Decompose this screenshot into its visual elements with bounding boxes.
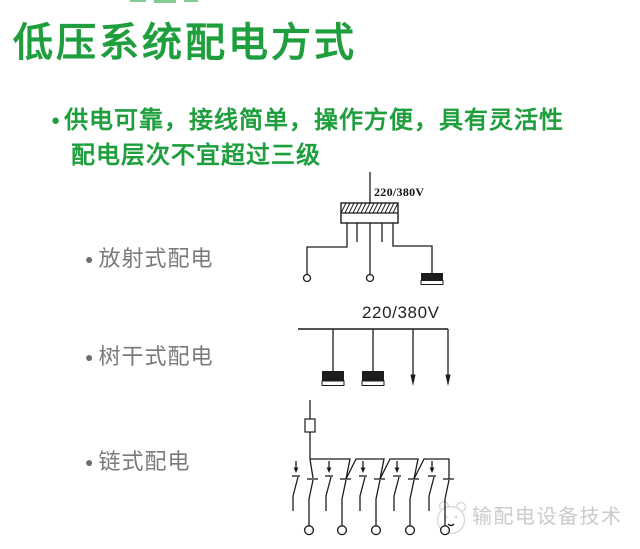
section-label-chain: ●链式配电 (85, 444, 190, 476)
bullet-icon: ● (85, 454, 95, 470)
chain-link (345, 458, 385, 480)
chain-unit (292, 461, 318, 536)
busbar-icon (340, 202, 399, 224)
intro-text-line2: 配电层次不宜超过三级 (71, 142, 321, 169)
arrow-down-icon (293, 467, 299, 473)
chain-label-text: 链式配电 (98, 449, 191, 474)
arrow-down-icon (394, 467, 400, 473)
load-block-icon (361, 371, 385, 386)
load-block-icon (321, 371, 345, 386)
motor-circle-icon (370, 525, 382, 536)
fuse-icon (304, 418, 316, 433)
intro-text-line1: 供电可靠，接线简单，操作方便，具有灵活性 (64, 107, 565, 134)
section-label-trunk: ●树干式配电 (85, 339, 213, 371)
page-title: 低压系统配电方式 (13, 21, 357, 65)
arrow-down-icon (429, 467, 435, 473)
top-crop-artifact (130, 0, 205, 3)
intro-bullet-line1: ●供电可靠，接线简单，操作方便，具有灵活性 (51, 100, 564, 135)
chain-link (379, 458, 419, 480)
chain-unit (428, 461, 454, 536)
section-label-radial: ●放射式配电 (85, 241, 213, 273)
arrow-down-icon (360, 467, 366, 473)
trunk-label-text: 树干式配电 (98, 344, 214, 369)
chain-link (310, 458, 351, 480)
bullet-icon: ● (85, 251, 95, 267)
radial-distribution-diagram (302, 172, 444, 285)
arrow-down-icon (326, 467, 332, 473)
radial-label-text: 放射式配电 (98, 246, 214, 271)
motor-circle-icon (439, 525, 451, 536)
chain-distribution-diagram (292, 400, 454, 536)
trunk-distribution-diagram (298, 328, 451, 386)
bullet-icon: ● (51, 112, 62, 129)
bullet-icon: ● (85, 349, 95, 365)
load-block-icon (420, 273, 444, 285)
radial-voltage-label: 220/380V (374, 185, 425, 199)
load-circle-icon (302, 273, 312, 283)
trunk-voltage-label: 220/380V (362, 303, 440, 322)
chain-unit (359, 461, 385, 536)
feeder-left (306, 223, 348, 275)
motor-circle-icon (303, 525, 315, 536)
watermark-text: 输配电设备技术 (472, 506, 623, 528)
arrow-down-icon (410, 374, 416, 386)
chain-link (413, 458, 450, 480)
load-circle-icon (365, 273, 375, 283)
chain-unit (393, 461, 419, 536)
feeder-right (392, 223, 433, 273)
motor-circle-icon (336, 525, 348, 536)
motor-circle-icon (404, 525, 416, 536)
arrow-down-icon (445, 374, 451, 386)
chain-unit (325, 461, 351, 536)
